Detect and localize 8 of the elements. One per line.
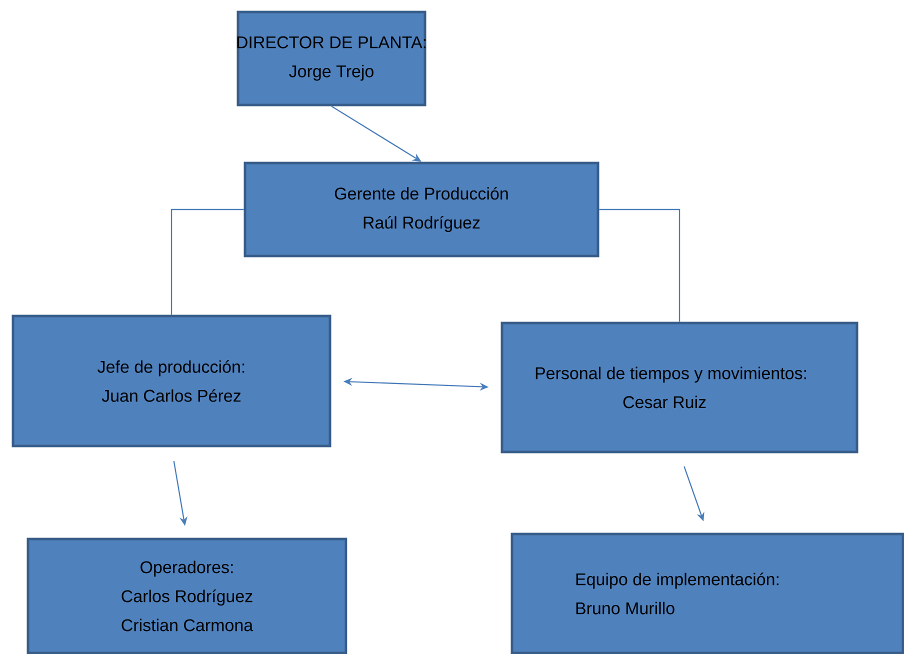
org-box: Operadores: Carlos Rodríguez Cristian Carmona xyxy=(26,538,348,654)
org-box: DIRECTOR DE PLANTA: Jorge Trejo xyxy=(236,10,426,106)
org-box: Jefe de producción: Juan Carlos Pérez xyxy=(12,314,332,448)
org-box: Gerente de Producción Raúl Rodríguez xyxy=(244,162,600,258)
org-box: Personal de tiempos y movimientos: Cesar Ruiz xyxy=(500,322,858,454)
org-box: Equipo de implementación: Bruno Murillo xyxy=(510,532,904,654)
connector-line xyxy=(170,208,244,315)
connector-line xyxy=(599,208,680,322)
